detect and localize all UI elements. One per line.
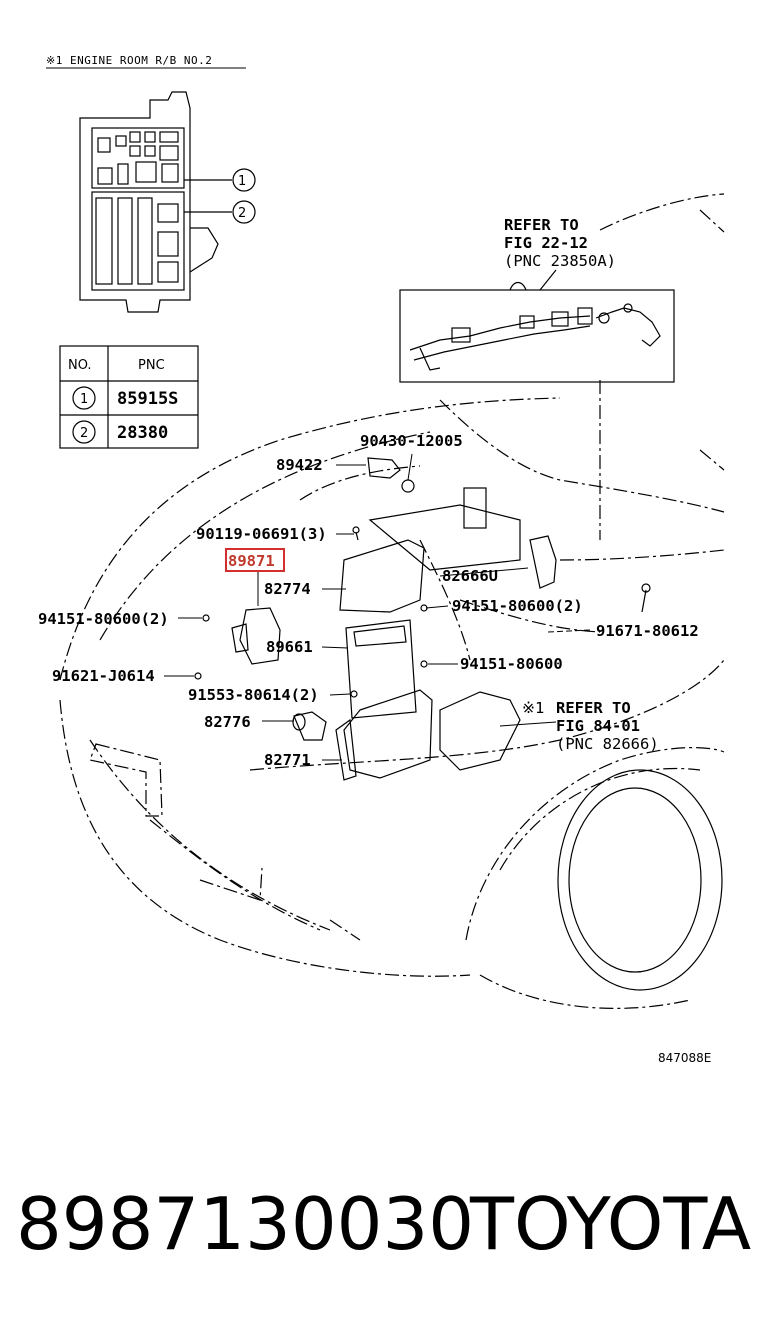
label-94151-80600-right[interactable]: 94151-80600(2) — [452, 597, 583, 615]
callout-1: 1 — [238, 174, 246, 189]
label-82771[interactable]: 82771 — [264, 751, 311, 769]
refer-side-line-1: REFER TO — [556, 699, 631, 717]
highlight-box — [225, 548, 285, 572]
part-number: 8987130030 — [16, 1182, 475, 1266]
label-91621-j0614[interactable]: 91621-J0614 — [52, 667, 155, 685]
table-header-no: NO. — [68, 358, 92, 373]
engine-parts — [194, 457, 651, 781]
pnc-table — [59, 345, 199, 449]
label-89422[interactable]: 89422 — [276, 456, 323, 474]
callout-2: 2 — [238, 206, 246, 221]
front-wheel — [557, 769, 723, 991]
label-90119-06691[interactable]: 90119-06691(3) — [196, 525, 327, 543]
label-82666u[interactable]: 82666U — [442, 567, 498, 585]
label-89661[interactable]: 89661 — [266, 638, 313, 656]
leader-lines — [164, 453, 591, 761]
label-94151-80600[interactable]: 94151-80600 — [460, 655, 563, 673]
table-header-pnc: PNC — [138, 358, 165, 373]
header-note: ※1 ENGINE ROOM R/B NO.2 — [46, 54, 212, 67]
label-82774[interactable]: 82774 — [264, 580, 311, 598]
wiring-harness-detail — [399, 269, 675, 540]
parts-diagram: ※1 ENGINE ROOM R/B NO.2 1 2 NO. PNC 1 85… — [38, 54, 725, 1065]
brand-name: TOYOTA — [470, 1182, 752, 1266]
diagram-code: 847088E — [658, 1051, 711, 1065]
refer-side-mark: ※1 — [522, 699, 544, 717]
table-row-2-pnc: 28380 — [117, 423, 168, 443]
table-row-2-no: 2 — [80, 426, 88, 441]
table-row-1-pnc: 85915S — [117, 389, 178, 409]
label-82776[interactable]: 82776 — [204, 713, 251, 731]
label-89871-highlighted[interactable]: 89871 — [228, 552, 275, 570]
relay-block — [79, 91, 256, 313]
label-94151-80600-left[interactable]: 94151-80600(2) — [38, 610, 169, 628]
refer-side-line-3: (PNC 82666) — [556, 735, 659, 753]
refer-top-line-1: REFER TO — [504, 216, 579, 234]
vehicle-outline — [59, 193, 725, 1010]
table-row-1-no: 1 — [80, 392, 88, 407]
label-90430-12005[interactable]: 90430-12005 — [360, 432, 463, 450]
refer-top-line-3: (PNC 23850A) — [504, 252, 616, 270]
refer-top-line-2: FIG 22-12 — [504, 234, 588, 252]
label-91553-80614[interactable]: 91553-80614(2) — [188, 686, 319, 704]
refer-side-line-2: FIG 84-01 — [556, 717, 640, 735]
label-91671-80612[interactable]: 91671-80612 — [596, 622, 699, 640]
